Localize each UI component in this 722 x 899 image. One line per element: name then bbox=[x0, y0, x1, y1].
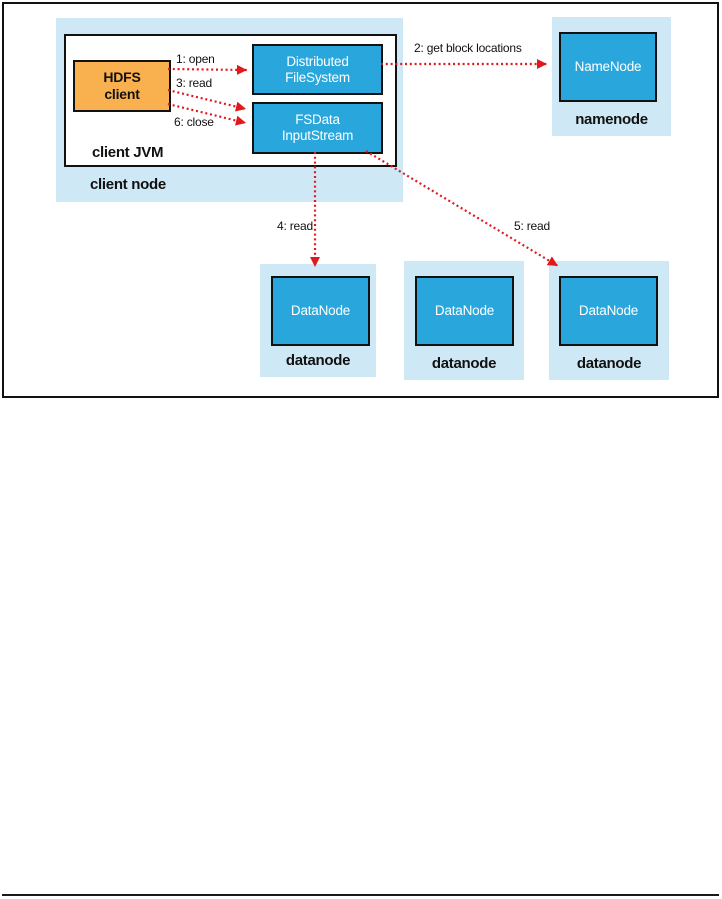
arrow-label-5-read: 5: read bbox=[514, 219, 550, 233]
datanode-container-1: DataNode datanode bbox=[260, 264, 376, 377]
distributed-filesystem-label: Distributed FileSystem bbox=[285, 54, 350, 86]
datanode-box-2: DataNode bbox=[415, 276, 514, 346]
datanode-container-3: DataNode datanode bbox=[549, 261, 669, 380]
fsdata-inputstream-box: FSData InputStream bbox=[252, 102, 383, 154]
dfs-line1: Distributed bbox=[286, 53, 349, 69]
hdfs-client-box: HDFS client bbox=[73, 60, 171, 112]
page-footer-rule bbox=[2, 894, 719, 896]
datanode-caption-2: datanode bbox=[431, 355, 497, 372]
client-node-label: client node bbox=[90, 176, 166, 193]
fsdata-line1: FSData bbox=[295, 112, 340, 128]
fsdata-inputstream-label: FSData InputStream bbox=[281, 112, 354, 144]
datanode-box-3: DataNode bbox=[559, 276, 658, 346]
hdfs-client-line2: client bbox=[104, 86, 140, 102]
hdfs-client-line1: HDFS bbox=[103, 69, 141, 86]
client-jvm-label: client JVM bbox=[92, 144, 164, 161]
distributed-filesystem-box: Distributed FileSystem bbox=[252, 44, 383, 95]
namenode-box-label: NameNode bbox=[574, 59, 642, 75]
fsdata-line2: InputStream bbox=[281, 128, 354, 143]
arrow-label-2-get-block-locations: 2: get block locations bbox=[414, 41, 522, 55]
datanode-box-3-label: DataNode bbox=[578, 303, 639, 319]
datanode-container-2: DataNode datanode bbox=[404, 261, 524, 380]
namenode-caption: namenode bbox=[575, 111, 648, 128]
arrow-label-3-read: 3: read bbox=[176, 76, 212, 90]
datanode-box-2-label: DataNode bbox=[434, 303, 495, 319]
hdfs-read-diagram-frame: client node client JVM HDFS client Distr… bbox=[2, 2, 719, 398]
datanode-caption-1: datanode bbox=[285, 352, 351, 369]
hdfs-client-label: HDFS client bbox=[103, 69, 141, 103]
arrow-label-4-read: 4: read bbox=[277, 219, 313, 233]
arrow-label-6-close: 6: close bbox=[174, 115, 214, 129]
datanode-box-1-label: DataNode bbox=[290, 303, 351, 319]
namenode-container: NameNode namenode bbox=[552, 17, 671, 136]
arrow-label-1-open: 1: open bbox=[176, 52, 215, 66]
datanode-caption-3: datanode bbox=[576, 355, 642, 372]
datanode-box-1: DataNode bbox=[271, 276, 370, 346]
namenode-box: NameNode bbox=[559, 32, 657, 102]
dfs-line2: FileSystem bbox=[285, 69, 350, 85]
